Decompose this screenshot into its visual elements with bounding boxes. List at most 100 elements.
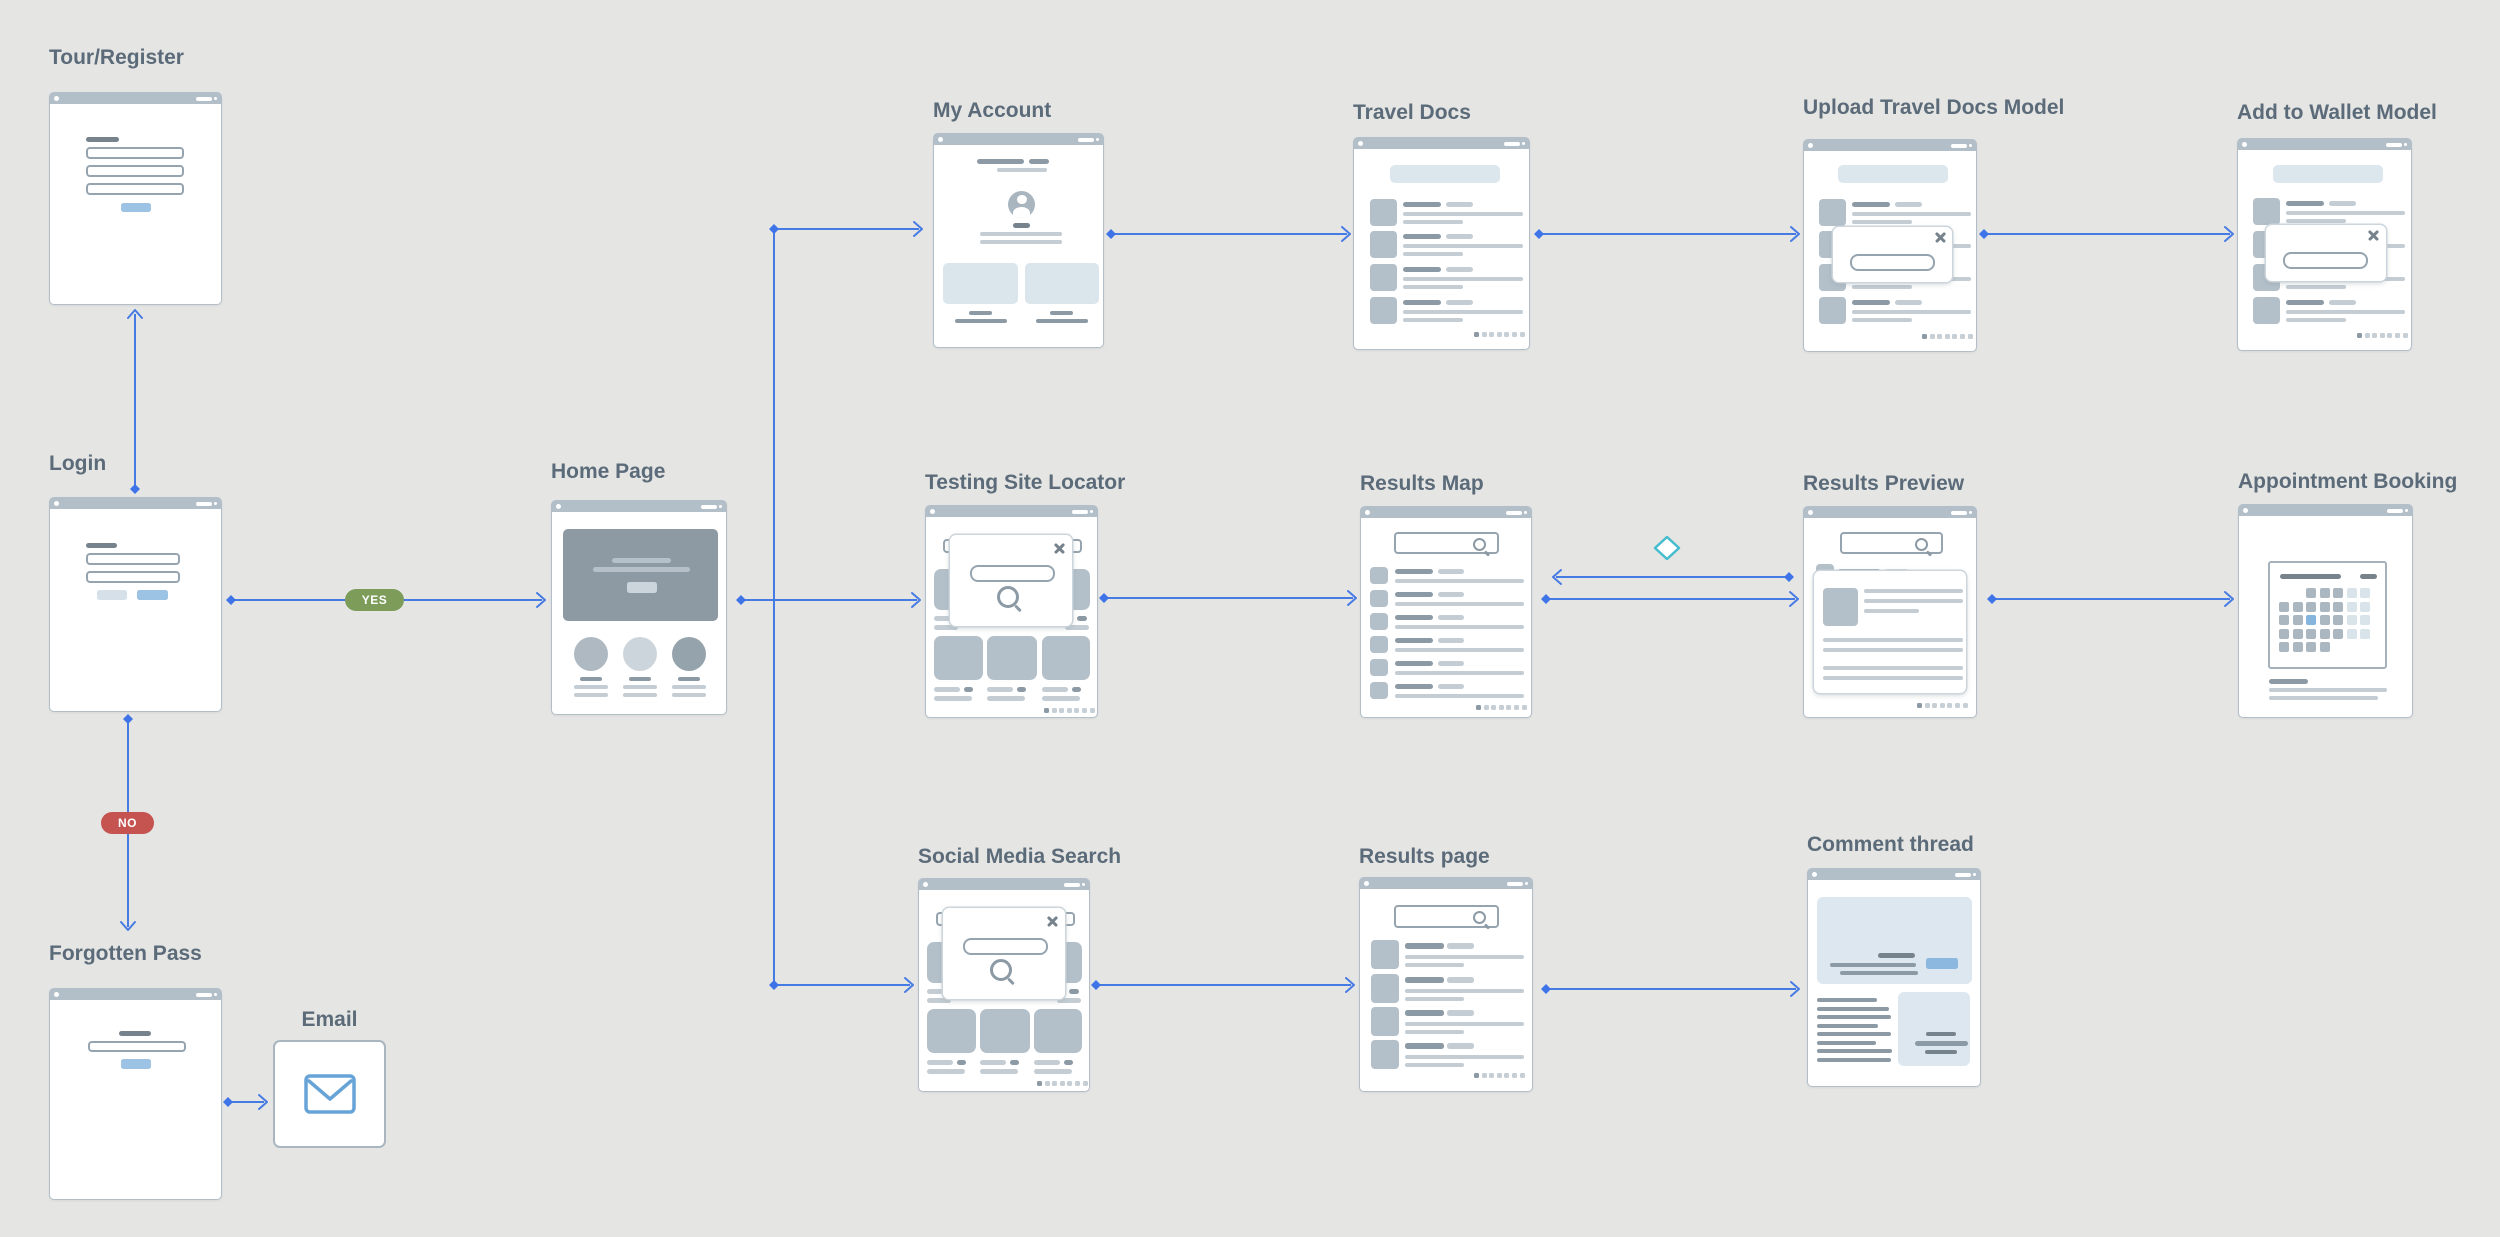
text-line bbox=[1823, 666, 1963, 670]
text-line bbox=[574, 693, 608, 697]
text-line bbox=[977, 159, 1024, 164]
text-line bbox=[580, 677, 602, 681]
hero-card-placeholder bbox=[1817, 897, 1972, 984]
window-dot-icon bbox=[1808, 143, 1813, 148]
window-titlebar bbox=[1808, 869, 1980, 880]
list-item-thumb bbox=[1370, 590, 1388, 607]
screen-home-page[interactable] bbox=[551, 500, 727, 715]
text-line bbox=[927, 1060, 953, 1065]
screen-results-preview[interactable] bbox=[1803, 506, 1977, 718]
text-line bbox=[1034, 1069, 1072, 1074]
text-line bbox=[1817, 1049, 1892, 1053]
text-line bbox=[2269, 688, 2387, 692]
text-line bbox=[1042, 696, 1080, 701]
text-line bbox=[1395, 602, 1524, 606]
text-line bbox=[1438, 569, 1464, 574]
screen-comment-thread[interactable] bbox=[1807, 868, 1981, 1087]
text-line bbox=[1010, 1060, 1019, 1065]
pagination-dots bbox=[2357, 333, 2408, 338]
text-line bbox=[1852, 212, 1971, 216]
screen-travel-docs[interactable] bbox=[1353, 137, 1530, 350]
text-line bbox=[1405, 1043, 1444, 1049]
window-dash-icon bbox=[1064, 882, 1080, 887]
screen-forgotten-pass[interactable] bbox=[49, 988, 222, 1200]
text-line bbox=[1036, 319, 1088, 323]
search-icon bbox=[997, 586, 1024, 613]
text-line bbox=[980, 240, 1062, 244]
text-line bbox=[1405, 963, 1464, 967]
screen-my-account[interactable] bbox=[933, 133, 1104, 348]
text-line bbox=[1403, 267, 1441, 272]
text-line bbox=[1438, 684, 1464, 689]
grid-card bbox=[934, 636, 983, 680]
text-line bbox=[1395, 638, 1433, 643]
text-line bbox=[1405, 1022, 1524, 1026]
screen-tour-register[interactable] bbox=[49, 92, 222, 305]
text-line bbox=[997, 168, 1047, 172]
text-line bbox=[2286, 219, 2346, 223]
calendar-grid bbox=[2279, 588, 2374, 653]
close-icon bbox=[1053, 542, 1066, 555]
feature-circle bbox=[672, 637, 706, 671]
text-line bbox=[1403, 300, 1441, 305]
window-dot-icon bbox=[1973, 873, 1976, 876]
window-dot-icon bbox=[1358, 141, 1363, 146]
text-line bbox=[964, 687, 973, 692]
list-item-thumb bbox=[2253, 297, 2280, 324]
text-line bbox=[1852, 310, 1971, 314]
card-placeholder bbox=[943, 263, 1018, 304]
grid-card bbox=[1042, 636, 1090, 680]
text-line bbox=[980, 1060, 1006, 1065]
text-line bbox=[1852, 202, 1890, 207]
screen-login[interactable] bbox=[49, 497, 222, 712]
list-item-thumb bbox=[1370, 199, 1397, 226]
button-placeholder bbox=[1926, 958, 1958, 969]
pagination-dots bbox=[1917, 703, 1968, 708]
email-node[interactable] bbox=[273, 1040, 386, 1148]
screen-appointment-booking[interactable] bbox=[2238, 504, 2413, 718]
close-icon bbox=[1046, 915, 1059, 928]
text-line bbox=[1395, 694, 1524, 698]
text-line bbox=[1395, 569, 1433, 574]
text-line bbox=[1864, 599, 1963, 603]
window-dash-icon bbox=[1506, 510, 1522, 515]
screen-results-map[interactable] bbox=[1360, 506, 1532, 718]
screen-upload-travel-docs[interactable] bbox=[1803, 139, 1977, 352]
label-results-page: Results page bbox=[1359, 845, 1490, 868]
text-line bbox=[957, 1060, 966, 1065]
window-dash-icon bbox=[196, 501, 212, 506]
text-line bbox=[672, 685, 706, 689]
close-icon bbox=[1934, 231, 1947, 244]
button-placeholder bbox=[627, 582, 657, 593]
label-forgotten-pass: Forgotten Pass bbox=[49, 942, 202, 965]
text-line bbox=[934, 625, 958, 630]
screen-social-media-search[interactable] bbox=[918, 878, 1090, 1092]
pagination-dots bbox=[1037, 1081, 1088, 1086]
text-line bbox=[1438, 592, 1464, 597]
text-line bbox=[1926, 1032, 1956, 1036]
text-line bbox=[1395, 684, 1433, 689]
text-line bbox=[980, 1069, 1018, 1074]
window-titlebar bbox=[50, 989, 221, 1000]
window-titlebar bbox=[552, 501, 726, 512]
window-dash-icon bbox=[1951, 510, 1967, 515]
label-testing-site-locator: Testing Site Locator bbox=[925, 471, 1126, 494]
screen-add-to-wallet[interactable] bbox=[2237, 138, 2412, 351]
button-placeholder bbox=[137, 590, 168, 600]
window-dot-icon bbox=[1090, 510, 1093, 513]
window-dash-icon bbox=[1072, 509, 1088, 514]
input-placeholder bbox=[86, 553, 180, 565]
screen-testing-site-locator[interactable] bbox=[925, 505, 1098, 718]
screen-results-page[interactable] bbox=[1359, 877, 1533, 1092]
list-item-thumb bbox=[1371, 1007, 1399, 1036]
window-titlebar bbox=[1354, 138, 1529, 149]
calendar-title-bar bbox=[2360, 574, 2377, 579]
window-titlebar bbox=[926, 506, 1097, 517]
text-line bbox=[672, 693, 706, 697]
label-tour-register: Tour/Register bbox=[49, 46, 184, 69]
search-icon bbox=[1473, 538, 1490, 555]
list-item-thumb bbox=[1370, 659, 1388, 676]
text-line bbox=[1405, 943, 1444, 949]
window-titlebar bbox=[2239, 505, 2412, 516]
pagination-dots bbox=[1474, 1073, 1525, 1078]
